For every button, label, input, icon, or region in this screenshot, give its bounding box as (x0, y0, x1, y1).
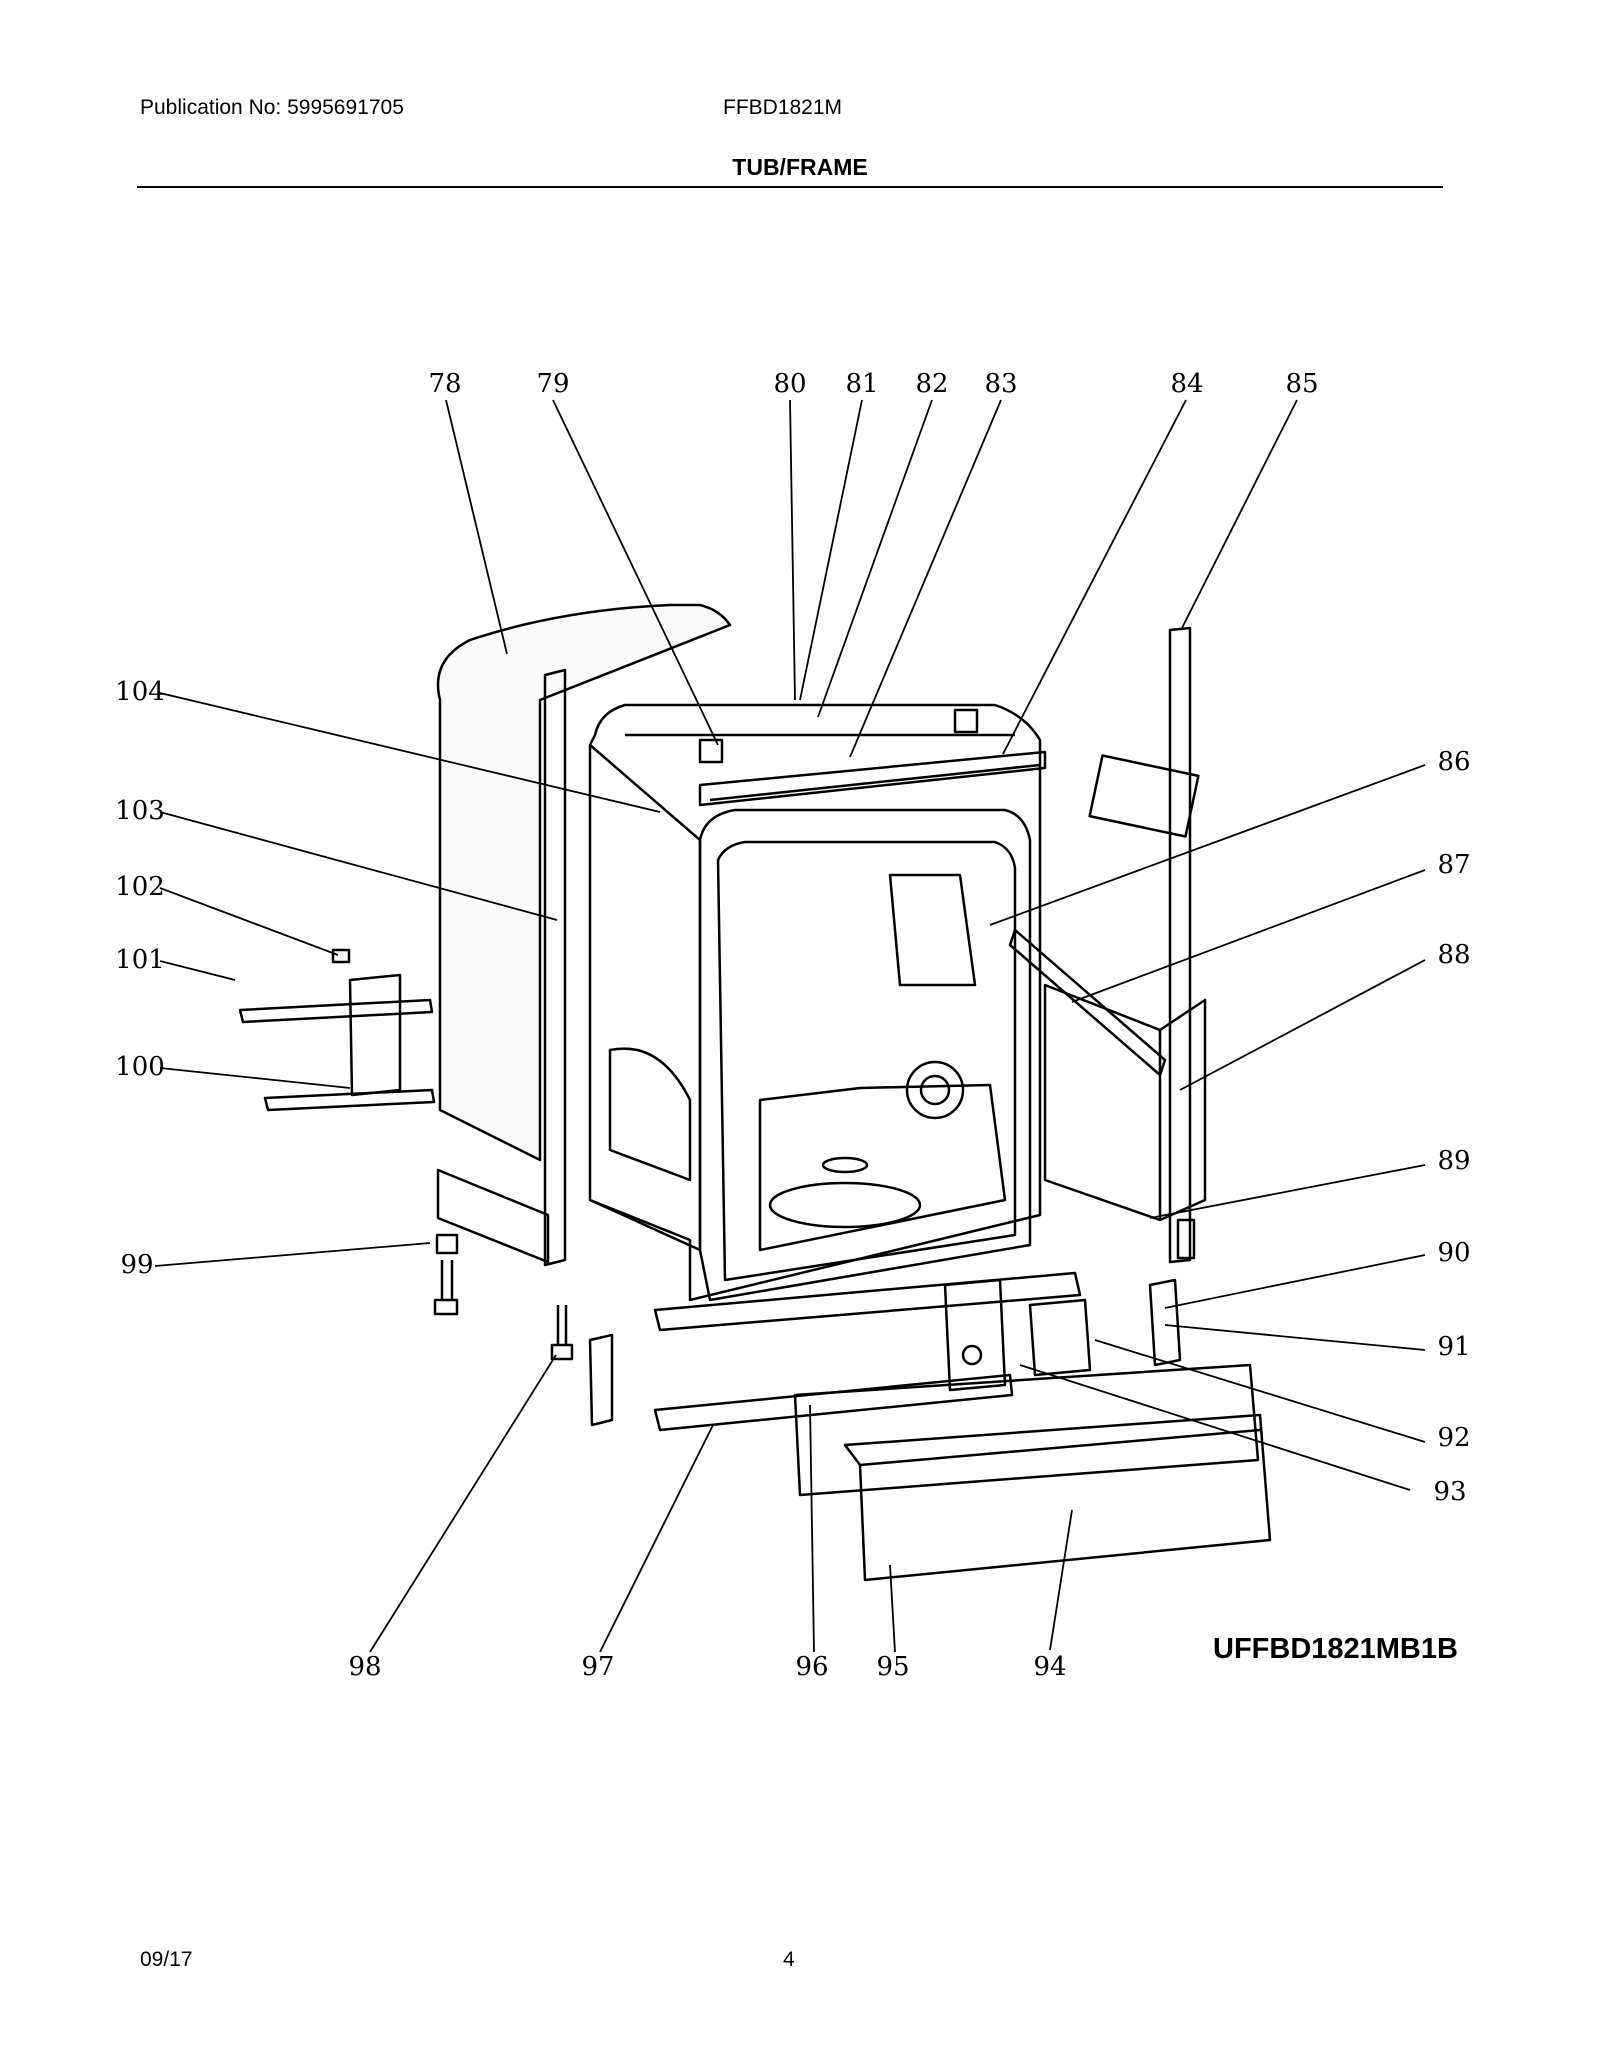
model-number: FFBD1821M (723, 96, 843, 119)
part-number: 92 (1437, 1423, 1470, 1453)
part-number: 90 (1437, 1238, 1470, 1268)
part-number: 82 (915, 369, 948, 399)
header-divider (137, 186, 1443, 188)
part-number: 104 (115, 677, 165, 707)
part-number: 85 (1285, 369, 1318, 399)
part-number: 87 (1437, 850, 1470, 880)
part-number: 100 (115, 1052, 165, 1082)
part-number-labels: 78 79 80 81 82 83 84 85 86 87 88 89 90 9… (115, 369, 1470, 1682)
part-number: 81 (845, 369, 878, 399)
part-number: 84 (1170, 369, 1203, 399)
page-title: TUB/FRAME (732, 154, 868, 180)
part-number: 98 (348, 1652, 381, 1682)
part-number: 102 (115, 872, 165, 902)
part-number: 91 (1437, 1332, 1470, 1362)
publication-number: Publication No: 5995691705 (140, 96, 404, 119)
part-number: 99 (120, 1250, 153, 1280)
part-number: 83 (984, 369, 1017, 399)
part-number: 96 (795, 1652, 828, 1682)
part-number: 101 (115, 945, 165, 975)
dishwasher-drawing (238, 603, 1272, 1582)
part-number: 86 (1437, 747, 1470, 777)
leader-lines (154, 399, 1426, 1653)
page-number: 4 (783, 1948, 795, 1971)
part-number: 78 (428, 369, 461, 399)
part-number: 80 (773, 369, 806, 399)
diagram-code: UFFBD1821MB1B (1213, 1633, 1458, 1665)
part-number: 97 (581, 1652, 614, 1682)
part-number: 88 (1437, 940, 1470, 970)
part-number: 89 (1437, 1146, 1470, 1176)
footer-date: 09/17 (140, 1948, 193, 1971)
part-number: 93 (1433, 1477, 1466, 1507)
part-number: 103 (115, 796, 165, 826)
part-number: 79 (536, 369, 569, 399)
part-number: 95 (876, 1652, 909, 1682)
part-number: 94 (1033, 1652, 1066, 1682)
